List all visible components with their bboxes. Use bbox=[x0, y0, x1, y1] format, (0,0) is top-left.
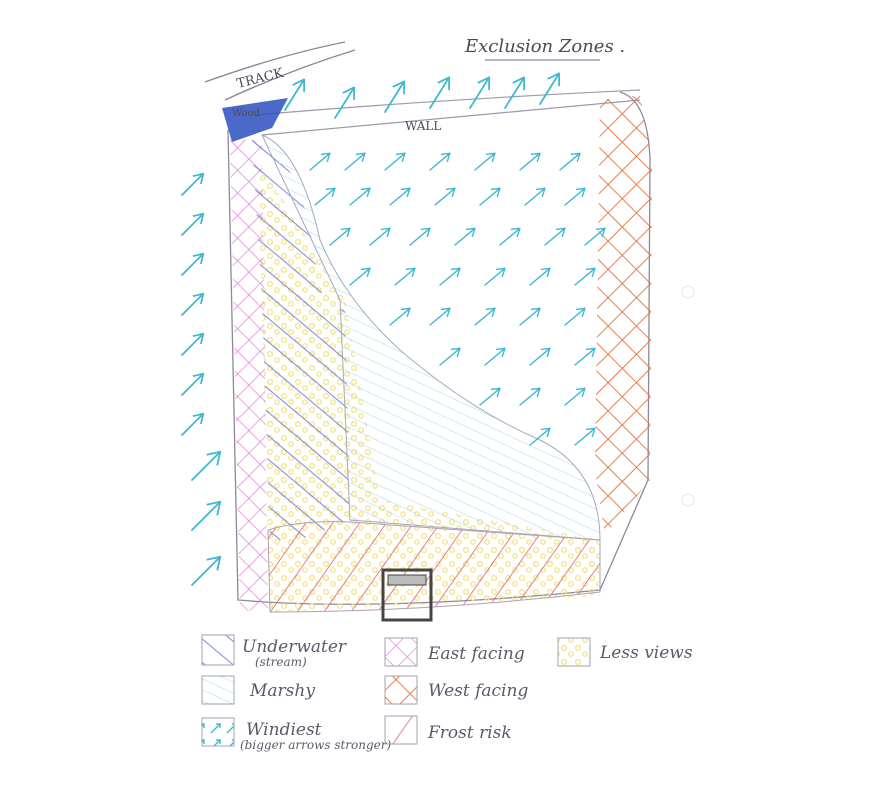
wall-label: WALL bbox=[405, 119, 441, 133]
legend-item-marshy: Marshy bbox=[201, 675, 315, 705]
wind-arrow bbox=[329, 227, 351, 246]
wind-arrow bbox=[284, 78, 306, 111]
wind-arrow bbox=[529, 427, 551, 446]
wind-arrow bbox=[529, 267, 551, 286]
wind-arrow bbox=[191, 500, 222, 531]
legend-label: East facing bbox=[427, 644, 525, 664]
wind-arrow bbox=[519, 152, 541, 171]
wind-arrow bbox=[539, 72, 561, 105]
wind-arrow bbox=[564, 307, 586, 326]
wind-arrows bbox=[181, 72, 606, 586]
wind-arrow bbox=[394, 267, 416, 286]
wind-arrow bbox=[181, 252, 205, 276]
zone-underwater bbox=[252, 140, 350, 540]
wind-arrow bbox=[429, 307, 451, 326]
legend-sublabel: (stream) bbox=[255, 655, 307, 669]
legend-label: Frost risk bbox=[427, 723, 512, 743]
wind-arrow bbox=[574, 347, 596, 366]
wind-arrow bbox=[479, 187, 501, 206]
wood-label: Wood bbox=[232, 108, 261, 119]
zone-west-facing bbox=[595, 95, 652, 535]
wind-arrow bbox=[181, 412, 205, 436]
legend-label: Underwater bbox=[242, 637, 347, 657]
wind-arrow bbox=[524, 187, 546, 206]
wind-arrow bbox=[191, 450, 222, 481]
wall: WALL bbox=[254, 89, 641, 136]
legend-item-west-facing: West facing bbox=[384, 675, 528, 705]
wind-arrow bbox=[389, 187, 411, 206]
wind-arrow bbox=[544, 227, 566, 246]
wind-arrow bbox=[334, 86, 356, 119]
wind-arrow bbox=[454, 227, 476, 246]
punch-hole bbox=[681, 493, 695, 507]
wind-arrow bbox=[439, 347, 461, 366]
wind-arrow bbox=[349, 187, 371, 206]
wind-arrow bbox=[469, 76, 491, 109]
wind-arrow bbox=[389, 307, 411, 326]
wind-arrow bbox=[564, 187, 586, 206]
wind-arrow bbox=[474, 307, 496, 326]
wind-arrow bbox=[191, 555, 222, 586]
wind-arrow bbox=[369, 227, 391, 246]
wind-arrow bbox=[574, 267, 596, 286]
legend-label: West facing bbox=[428, 681, 528, 701]
wind-arrow bbox=[181, 212, 205, 236]
gate bbox=[381, 568, 433, 622]
zone-east-facing bbox=[230, 140, 268, 612]
wind-arrow bbox=[344, 152, 366, 171]
zone-frost-risk bbox=[267, 521, 601, 613]
legend-item-underwater: Underwater (stream) bbox=[201, 634, 347, 669]
wind-arrow bbox=[314, 187, 336, 206]
legend-sublabel: (bigger arrows stronger) bbox=[240, 738, 392, 752]
zone-marshy bbox=[261, 134, 601, 541]
wind-arrow bbox=[409, 227, 431, 246]
page-title: Exclusion Zones . bbox=[464, 36, 625, 57]
wind-arrow bbox=[349, 267, 371, 286]
wind-arrow bbox=[519, 307, 541, 326]
wind-arrow bbox=[519, 387, 541, 406]
wind-arrow bbox=[434, 187, 456, 206]
legend-label: Marshy bbox=[249, 681, 315, 701]
wind-arrow bbox=[484, 267, 506, 286]
wind-arrow bbox=[309, 152, 331, 171]
legend-label: Windiest bbox=[246, 720, 322, 740]
legend-item-windiest: Windiest (bigger arrows stronger) bbox=[201, 717, 392, 752]
wind-arrow bbox=[429, 76, 451, 109]
wind-arrow bbox=[181, 372, 205, 396]
wind-arrow bbox=[181, 172, 205, 196]
legend: Underwater (stream) Marshy Windiest (big… bbox=[201, 634, 693, 752]
wind-arrow bbox=[559, 152, 581, 171]
wind-arrow bbox=[474, 152, 496, 171]
wind-arrow bbox=[584, 227, 606, 246]
wind-arrow bbox=[564, 387, 586, 406]
wind-arrow bbox=[439, 267, 461, 286]
legend-item-less-views: Less views bbox=[557, 637, 693, 667]
legend-label: Less views bbox=[599, 643, 693, 663]
punch-hole bbox=[681, 285, 695, 299]
wind-arrow bbox=[529, 347, 551, 366]
wind-arrow bbox=[504, 76, 526, 109]
wind-arrow bbox=[499, 227, 521, 246]
wind-arrow bbox=[181, 332, 205, 356]
wind-arrow bbox=[574, 427, 596, 446]
wind-arrow bbox=[484, 347, 506, 366]
wind-arrow bbox=[384, 152, 406, 171]
wind-arrow bbox=[479, 387, 501, 406]
wind-arrow bbox=[181, 292, 205, 316]
legend-item-frost-risk: Frost risk bbox=[384, 715, 512, 745]
wind-arrow bbox=[429, 152, 451, 171]
wood-block: Wood bbox=[222, 98, 288, 142]
wind-arrow bbox=[384, 80, 406, 113]
legend-item-east-facing: East facing bbox=[384, 637, 525, 667]
